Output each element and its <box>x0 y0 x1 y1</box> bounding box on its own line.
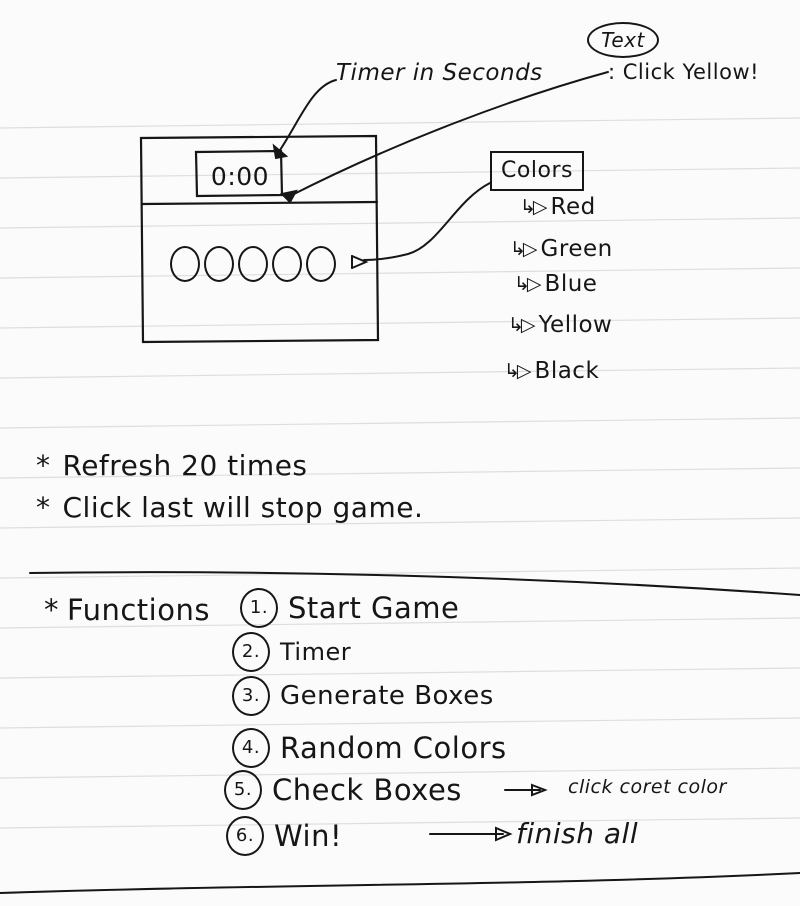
circle-button <box>238 246 268 282</box>
circle-button <box>306 246 336 282</box>
function-item: 2. Timer <box>232 632 351 672</box>
color-item-green: ↳▷Green <box>510 238 613 261</box>
function-label: Win! <box>274 818 343 853</box>
function-item: 6. Win! <box>226 816 342 856</box>
color-label: Black <box>534 358 600 384</box>
note-text: Click last will stop game. <box>62 491 424 524</box>
color-label: Blue <box>544 271 598 297</box>
colors-label: Colors <box>490 151 584 191</box>
step-number: 3. <box>232 676 270 716</box>
sub-arrow-icon: ↳▷ <box>510 238 537 260</box>
sub-arrow-icon: ↳▷ <box>520 196 547 218</box>
timer-display: 0:00 <box>210 161 270 191</box>
asterisk-icon: * <box>36 449 51 482</box>
circle-row <box>170 246 336 282</box>
step-number: 6. <box>226 816 264 856</box>
color-item-red: ↳▷Red <box>520 196 596 219</box>
sub-arrow-icon: ↳▷ <box>504 360 531 382</box>
connector-arrows <box>0 71 800 894</box>
function-note: finish all <box>516 817 639 850</box>
step-number: 2. <box>232 632 270 672</box>
function-item: 1. Start Game <box>240 588 459 628</box>
function-label: Generate Boxes <box>280 681 494 711</box>
function-item: 4. Random Colors <box>232 728 507 768</box>
note-stop: * Click last will stop game. <box>36 494 423 522</box>
color-item-black: ↳▷Black <box>504 360 599 383</box>
function-item: 5. Check Boxes <box>224 770 462 810</box>
color-label: Yellow <box>538 312 613 338</box>
asterisk-icon: * <box>44 593 59 627</box>
function-label: Timer <box>280 638 352 666</box>
circle-button <box>272 246 302 282</box>
circle-button <box>170 246 200 282</box>
step-number: 5. <box>224 770 262 810</box>
function-label: Start Game <box>288 590 460 625</box>
color-item-blue: ↳▷Blue <box>514 273 597 296</box>
note-refresh: * Refresh 20 times <box>36 452 308 480</box>
asterisk-icon: * <box>36 491 51 524</box>
timer-caption: Timer in Seconds <box>336 60 543 86</box>
sub-arrow-icon: ↳▷ <box>508 314 535 336</box>
function-note: click coret color <box>568 776 727 798</box>
functions-heading: *Functions <box>44 596 210 625</box>
color-label: Green <box>540 236 613 262</box>
note-text: Refresh 20 times <box>62 449 308 482</box>
text-instruction: : Click Yellow! <box>608 60 760 84</box>
functions-title: Functions <box>67 593 210 627</box>
function-item: 3. Generate Boxes <box>232 676 494 716</box>
ruled-lines <box>0 117 800 829</box>
sub-arrow-icon: ↳▷ <box>514 273 541 295</box>
function-label: Check Boxes <box>272 772 462 807</box>
text-tag: Text <box>587 22 659 58</box>
color-item-yellow: ↳▷Yellow <box>508 314 612 337</box>
circle-button <box>204 246 234 282</box>
color-label: Red <box>550 194 596 220</box>
step-number: 4. <box>232 728 270 768</box>
step-number: 1. <box>240 588 278 628</box>
function-label: Random Colors <box>280 730 507 765</box>
